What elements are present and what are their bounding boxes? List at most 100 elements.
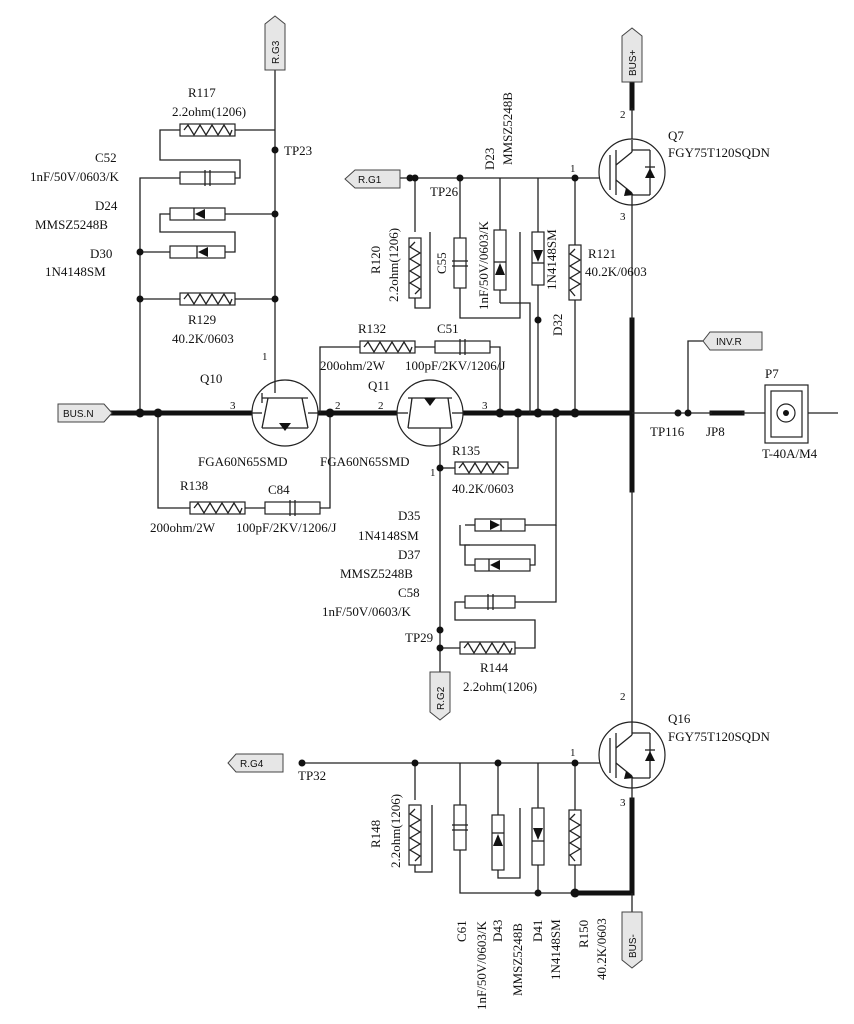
c52-ref: C52 <box>95 150 117 165</box>
r117-ref: R117 <box>188 85 216 100</box>
capacitor-c61 <box>452 804 468 851</box>
diode-d37 <box>474 558 531 572</box>
q11-ref: Q11 <box>368 378 390 393</box>
c51-ref: C51 <box>437 321 459 336</box>
igbt-q10 <box>251 379 319 447</box>
d30-ref: D30 <box>90 246 112 261</box>
resistor-r121 <box>568 244 582 301</box>
c61-ref: C61 <box>454 920 469 942</box>
d35-value: 1N4148SM <box>358 528 419 543</box>
port-rg2: R.G2 <box>429 671 451 721</box>
c52-value: 1nF/50V/0603/K <box>30 169 119 184</box>
r129-value: 40.2K/0603 <box>172 331 234 346</box>
r135-ref: R135 <box>452 443 480 458</box>
port-busn-label: BUS.N <box>63 409 94 420</box>
diode-d30 <box>169 245 226 259</box>
q7-pin3: 3 <box>620 211 626 223</box>
port-busn: BUS.N <box>57 403 113 423</box>
q7-value: FGY75T120SQDN <box>668 145 770 160</box>
tp29-label: TP29 <box>405 630 433 645</box>
q10-pin1: 1 <box>262 351 268 363</box>
d37-ref: D37 <box>398 547 421 562</box>
r150-ref: R150 <box>576 920 591 948</box>
pin-numbers: 3 2 1 2 3 1 2 1 3 2 1 3 <box>230 109 626 809</box>
diode-d43 <box>491 814 505 871</box>
d32-value: 1N4148SM <box>544 229 559 290</box>
r129-ref: R129 <box>188 312 216 327</box>
tp23-label: TP23 <box>284 143 312 158</box>
p7-ref: P7 <box>765 366 779 381</box>
power-bus <box>109 79 745 896</box>
c51-value: 100pF/2KV/1206/J <box>405 358 505 373</box>
resistor-r148 <box>408 804 422 866</box>
r148-value: 2.2ohm(1206) <box>388 794 403 868</box>
r144-ref: R144 <box>480 660 509 675</box>
c55-ref: C55 <box>434 252 449 274</box>
igbt-q7 <box>598 138 666 206</box>
r120-value: 2.2ohm(1206) <box>386 228 401 302</box>
capacitor-c58 <box>464 594 516 610</box>
q16-ref: Q16 <box>668 711 691 726</box>
d35-ref: D35 <box>398 508 420 523</box>
d23-value: MMSZ5248B <box>500 92 515 165</box>
tp26-label: TP26 <box>430 184 459 199</box>
c58-ref: C58 <box>398 585 420 600</box>
r144-value: 2.2ohm(1206) <box>463 679 537 694</box>
q10-pin2: 2 <box>335 400 341 412</box>
c84-value: 100pF/2KV/1206/J <box>236 520 336 535</box>
resistor-r117 <box>179 123 236 137</box>
port-invr-label: INV.R <box>716 337 742 348</box>
q10-value: FGA60N65SMD <box>198 454 288 469</box>
d37-value: MMSZ5248B <box>340 566 413 581</box>
capacitor-c84 <box>264 500 321 516</box>
q7-pin2: 2 <box>620 109 626 121</box>
q11-value: FGA60N65SMD <box>320 454 410 469</box>
q10-ref: Q10 <box>200 371 222 386</box>
c84-ref: C84 <box>268 482 290 497</box>
q10-pin3: 3 <box>230 400 236 412</box>
r148-ref: R148 <box>368 820 383 848</box>
resistor-r120 <box>408 237 422 299</box>
r120-ref: R120 <box>368 246 383 274</box>
jp8-ref: JP8 <box>706 424 725 439</box>
q7-ref: Q7 <box>668 128 684 143</box>
q11-pin3: 3 <box>482 400 488 412</box>
r138-value: 200ohm/2W <box>150 520 216 535</box>
port-busm-label: BUS- <box>628 934 639 958</box>
d32-ref: D32 <box>550 314 565 336</box>
q7-pin1: 1 <box>570 163 576 175</box>
q16-value: FGY75T120SQDN <box>668 729 770 744</box>
q11-pin1: 1 <box>430 467 436 479</box>
capacitor-c51 <box>434 339 491 355</box>
diode-d35 <box>474 518 526 532</box>
resistor-r135 <box>454 461 509 475</box>
d30-value: 1N4148SM <box>45 264 106 279</box>
igbt-q16 <box>598 720 666 790</box>
q16-pin3: 3 <box>620 797 626 809</box>
port-rg2-label: R.G2 <box>436 686 447 710</box>
port-rg1: R.G1 <box>344 169 401 189</box>
port-busp-label: BUS+ <box>628 49 639 76</box>
resistor-r138 <box>189 501 246 515</box>
port-invr: INV.R <box>702 331 763 351</box>
d43-value: MMSZ5248B <box>510 923 525 996</box>
d24-value: MMSZ5248B <box>35 217 108 232</box>
r132-ref: R132 <box>358 321 386 336</box>
igbt-q11 <box>396 379 464 447</box>
port-rg1-label: R.G1 <box>358 175 382 186</box>
r117-value: 2.2ohm(1206) <box>172 104 246 119</box>
diode-d41 <box>531 807 545 866</box>
port-busp: BUS+ <box>621 27 643 83</box>
junction-dots <box>135 146 692 898</box>
d41-ref: D41 <box>530 920 545 942</box>
wires <box>139 70 838 912</box>
q16-pin1: 1 <box>570 747 576 759</box>
capacitor-c52 <box>179 170 236 186</box>
c58-value: 1nF/50V/0603/K <box>322 604 411 619</box>
component-labels: R117 2.2ohm(1206) C52 1nF/50V/0603/K D24… <box>30 85 818 1010</box>
p7-value: T-40A/M4 <box>762 446 818 461</box>
tp116-label: TP116 <box>650 424 685 439</box>
port-rg4-label: R.G4 <box>240 759 264 770</box>
c55-value: 1nF/50V/0603/K <box>476 221 491 310</box>
